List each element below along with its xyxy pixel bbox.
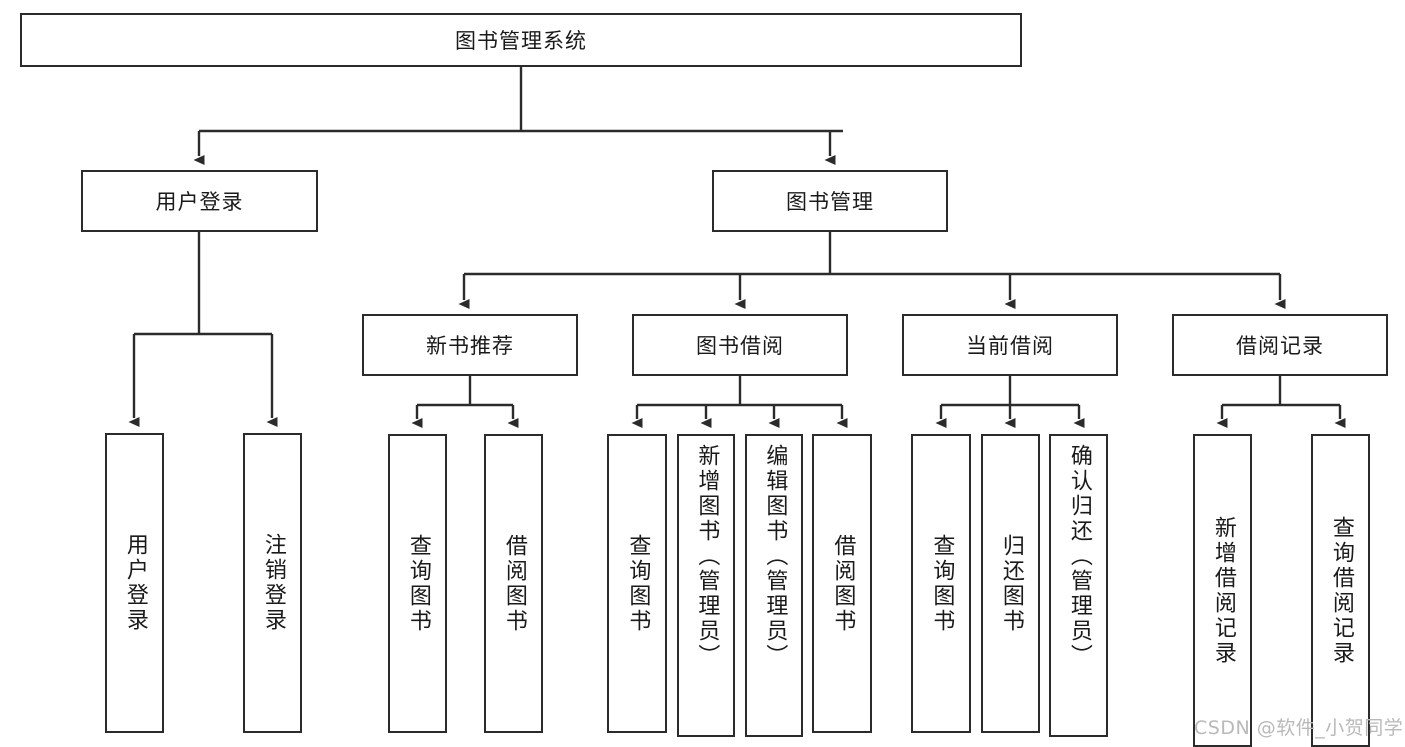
leaf-user-login-logout[interactable]: 注销登录	[243, 433, 302, 733]
leaf-label: 查询图书	[625, 533, 651, 634]
leaf-new-book-borrow[interactable]: 借阅图书	[484, 434, 543, 733]
node-label: 新书推荐	[426, 334, 514, 358]
leaf-book-borrow-add-admin[interactable]: 新增图书（管理员）	[677, 434, 735, 737]
leaf-label: 借阅图书	[830, 533, 856, 634]
node-label: 图书管理系统	[455, 29, 587, 53]
node-borrow-record[interactable]: 借阅记录	[1172, 314, 1388, 376]
node-label: 图书管理	[786, 190, 874, 214]
node-current-borrow[interactable]: 当前借阅	[902, 314, 1118, 376]
node-label: 当前借阅	[966, 334, 1054, 358]
leaf-label: 新增借阅记录	[1210, 515, 1236, 666]
leaf-label: 编辑图书（管理员）	[762, 444, 788, 669]
leaf-book-borrow-query[interactable]: 查询图书	[607, 434, 667, 733]
leaf-borrow-record-query[interactable]: 查询借阅记录	[1311, 434, 1370, 747]
leaf-current-borrow-query[interactable]: 查询图书	[911, 434, 971, 733]
node-label: 图书借阅	[696, 334, 784, 358]
leaf-current-borrow-confirm-admin[interactable]: 确认归还（管理员）	[1049, 434, 1108, 737]
leaf-current-borrow-return[interactable]: 归还图书	[981, 434, 1040, 733]
node-label: 借阅记录	[1236, 334, 1324, 358]
leaf-label: 归还图书	[998, 533, 1024, 634]
leaf-borrow-record-add[interactable]: 新增借阅记录	[1193, 434, 1252, 747]
leaf-label: 查询图书	[405, 533, 431, 634]
leaf-book-borrow-borrow[interactable]: 借阅图书	[812, 434, 872, 733]
leaf-user-login-login[interactable]: 用户登录	[105, 433, 164, 733]
node-book-borrow[interactable]: 图书借阅	[632, 314, 848, 376]
leaf-label: 用户登录	[122, 533, 148, 633]
node-book-management[interactable]: 图书管理	[712, 170, 948, 232]
node-label: 用户登录	[155, 190, 244, 214]
node-user-login[interactable]: 用户登录	[81, 170, 318, 232]
leaf-new-book-query[interactable]: 查询图书	[388, 434, 447, 733]
leaf-label: 查询图书	[929, 533, 955, 634]
leaf-label: 新增图书（管理员）	[694, 444, 720, 669]
leaf-book-borrow-edit-admin[interactable]: 编辑图书（管理员）	[745, 434, 803, 737]
leaf-label: 查询借阅记录	[1328, 515, 1354, 666]
leaf-label: 借阅图书	[501, 533, 527, 634]
node-new-book-recommend[interactable]: 新书推荐	[362, 314, 578, 376]
node-root-book-management-system[interactable]: 图书管理系统	[20, 13, 1022, 67]
leaf-label: 注销登录	[260, 533, 286, 633]
leaf-label: 确认归还（管理员）	[1066, 444, 1092, 669]
